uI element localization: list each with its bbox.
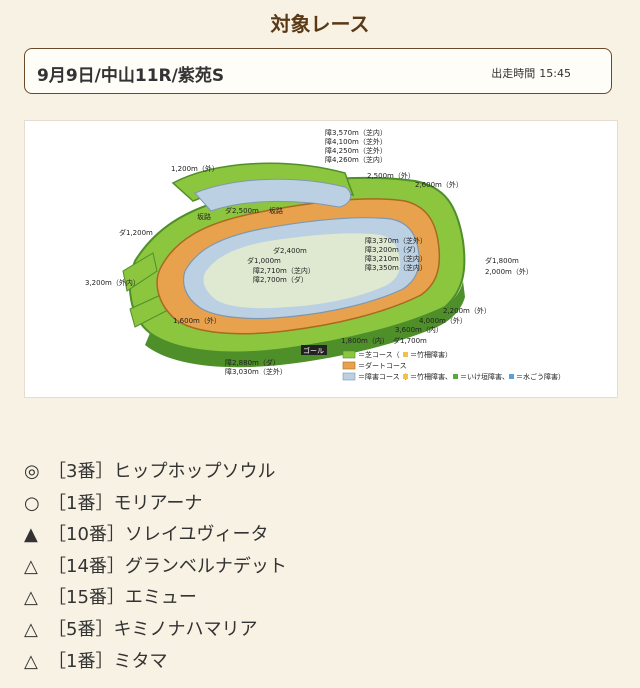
- legend-fence-icon: [403, 374, 408, 379]
- label-obstacle-bottom-1: 障2,880m（ダ）: [225, 358, 280, 367]
- label-turf-3200: 3,200m（外内）: [85, 278, 140, 287]
- prediction-list: ◎ ［3番］ヒップホップソウル ○ ［1番］モリアーナ ▲ ［10番］ソレイユヴィータ…: [24, 456, 616, 677]
- goal-label: ゴール: [303, 346, 324, 355]
- label-dirt-1200: ダ1,200m: [119, 228, 153, 237]
- legend-turf-tail: ＝竹柵障害）: [410, 350, 452, 359]
- prediction-text: ［14番］グランベルナデット: [48, 555, 287, 577]
- prediction-mark: ○: [24, 492, 40, 514]
- goal-marker: [301, 345, 327, 355]
- prediction-mark: ▲: [24, 524, 38, 546]
- label-obstacle-mid-1: 障3,370m（芝外）: [365, 236, 427, 245]
- prediction-item: △ ［14番］グランベルナデット: [24, 551, 616, 583]
- course-map: ゴール 障3,570m（芝内） 障4,100m（芝外） 障4,250m（芝外） …: [24, 120, 618, 398]
- label-obstacle-top-3: 障4,250m（芝外）: [325, 146, 387, 155]
- start-time-label: 出走時間: [491, 67, 536, 80]
- label-turf-2600: 2,600m（外）: [415, 180, 463, 189]
- course-map-svg: ゴール 障3,570m（芝内） 障4,100m（芝外） 障4,250m（芝外） …: [85, 128, 565, 381]
- label-turf-1800: 1,800m（内）: [341, 336, 389, 345]
- label-turf-4000: 4,000m（外）: [419, 316, 467, 325]
- label-dirt-2400: ダ2,400m: [273, 246, 307, 255]
- prediction-item: △ ［5番］キミノナハマリア: [24, 614, 616, 646]
- prediction-item: ◎ ［3番］ヒップホップソウル: [24, 456, 616, 488]
- legend-turf-swatch: [342, 350, 356, 359]
- legend-dirt-swatch: [342, 361, 356, 370]
- label-obstacle-mid-2: 障3,200m（ダ）: [365, 245, 420, 254]
- label-obstacle-2700: 障2,700m（ダ）: [253, 275, 308, 284]
- label-turf-2200: 2,200m（外）: [443, 306, 491, 315]
- prediction-item: △ ［1番］ミタマ: [24, 646, 616, 678]
- label-turf-2500: 2,500m（外）: [367, 171, 415, 180]
- race-name: 9月9日/中山11R/紫苑S: [37, 66, 225, 86]
- start-time-value: 15:45: [539, 67, 571, 80]
- prediction-mark: △: [24, 587, 38, 609]
- prediction-mark: ◎: [24, 461, 40, 482]
- prediction-mark: △: [24, 555, 38, 577]
- legend-obstacle-tail2: ＝いけ垣障害、: [460, 372, 509, 381]
- prediction-text: ［5番］キミノナハマリア: [48, 618, 258, 640]
- label-slope-left: 坂路: [197, 212, 211, 221]
- legend-obstacle-tail3: ＝水ごう障害）: [516, 372, 565, 381]
- prediction-text: ［1番］モリアーナ: [48, 492, 203, 514]
- label-turf-1200: 1,200m（外）: [171, 164, 219, 173]
- label-obstacle-bottom-2: 障3,030m（芝外）: [225, 367, 287, 376]
- turf-chute-left: [122, 252, 158, 292]
- legend-obstacle-label: ＝障害コース（: [358, 372, 407, 381]
- prediction-text: ［3番］ヒップホップソウル: [48, 461, 276, 482]
- label-obstacle-top-2: 障4,100m（芝外）: [325, 137, 387, 146]
- infield: [203, 233, 401, 309]
- legend-water-icon: [509, 374, 514, 379]
- label-obstacle-top-4: 障4,260m（芝内）: [325, 155, 387, 164]
- label-turf-2000: 2,000m（外）: [485, 267, 533, 276]
- prediction-mark: △: [24, 618, 38, 640]
- prediction-mark: △: [24, 650, 38, 672]
- label-dirt-1000: ダ1,000m: [247, 256, 281, 265]
- label-turf-1600: 1,600m（外）: [173, 316, 221, 325]
- label-obstacle-mid-4: 障3,350m（芝内）: [365, 263, 427, 272]
- label-obstacle-mid-3: 障3,210m（芝内）: [365, 254, 427, 263]
- label-obstacle-top-1: 障3,570m（芝内）: [325, 128, 387, 137]
- prediction-item: ▲ ［10番］ソレイユヴィータ: [24, 519, 616, 551]
- prediction-text: ［15番］エミュー: [48, 587, 197, 609]
- label-dirt-1700: ダ1,700m: [393, 336, 427, 345]
- legend-obstacle-tail: ＝竹柵障害、: [410, 372, 452, 381]
- prediction-item: ○ ［1番］モリアーナ: [24, 488, 616, 520]
- legend-hedge-icon: [453, 374, 458, 379]
- page-title: 対象レース: [270, 12, 370, 36]
- label-dirt-1800: ダ1,800m: [485, 256, 519, 265]
- label-dirt-2500: ダ2,500m: [225, 206, 259, 215]
- obstacle-upper: [194, 178, 352, 212]
- prediction-text: ［10番］ソレイユヴィータ: [48, 524, 269, 546]
- legend-dirt-label: ＝ダートコース: [358, 361, 407, 370]
- label-slope-right: 坂路: [269, 206, 283, 215]
- label-turf-3600: 3,600m（内）: [395, 325, 443, 334]
- prediction-text: ［1番］ミタマ: [48, 650, 168, 672]
- label-obstacle-2710: 障2,710m（芝内）: [253, 266, 315, 275]
- legend-turf-fence-icon: [403, 352, 408, 357]
- legend-obstacle-swatch: [342, 372, 356, 381]
- prediction-item: △ ［15番］エミュー: [24, 582, 616, 614]
- legend-turf-label: ＝芝コース（: [358, 350, 400, 359]
